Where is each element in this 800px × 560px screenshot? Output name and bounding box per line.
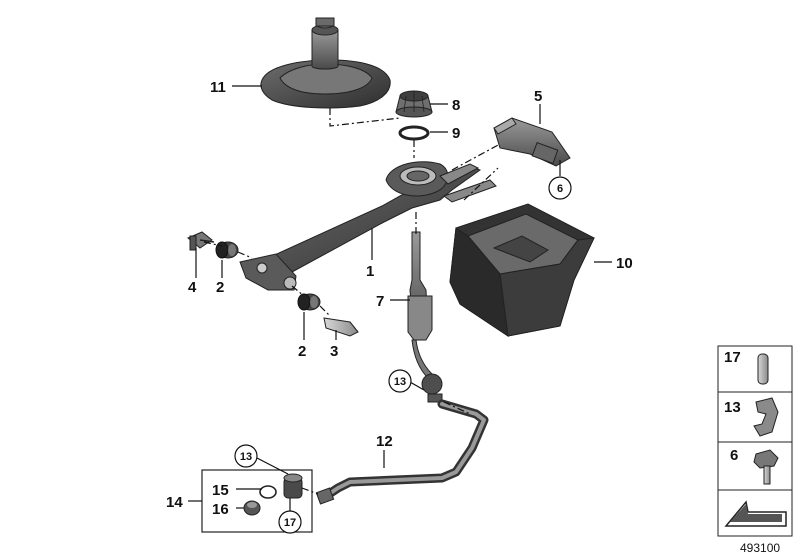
arrow-icon bbox=[724, 500, 787, 527]
callout-11: 11 bbox=[210, 79, 226, 96]
circled-callout-13-lower: 13 bbox=[234, 444, 258, 468]
svg-text:6: 6 bbox=[557, 183, 563, 195]
nut-part-8 bbox=[395, 90, 433, 118]
legend-box-arrow bbox=[717, 489, 793, 537]
callout-12: 12 bbox=[376, 433, 393, 450]
bolt-part-3 bbox=[323, 317, 359, 337]
o-ring-part-9 bbox=[398, 125, 430, 141]
callout-4: 4 bbox=[188, 279, 197, 296]
callout-16: 16 bbox=[212, 501, 229, 518]
callout-8: 8 bbox=[452, 97, 460, 114]
callout-7: 7 bbox=[376, 293, 384, 310]
legend-label-6: 6 bbox=[730, 447, 738, 464]
callout-5: 5 bbox=[534, 88, 542, 105]
callout-10: 10 bbox=[616, 255, 633, 272]
bush-part-2-lower bbox=[297, 293, 321, 311]
legend-label-13: 13 bbox=[724, 399, 741, 416]
bushing-part-17-in-group bbox=[283, 473, 303, 499]
diagram-reference-number: 493100 bbox=[740, 541, 780, 555]
pin-part-4 bbox=[187, 231, 215, 251]
shift-boot-part-11 bbox=[260, 17, 391, 109]
circled-callout-13-upper: 13 bbox=[388, 369, 412, 393]
legend-panel: 17 13 6 bbox=[717, 345, 793, 537]
legend-box-13 bbox=[717, 391, 793, 443]
svg-text:13: 13 bbox=[240, 451, 252, 463]
leader-lines bbox=[188, 85, 612, 512]
cap-part-16 bbox=[243, 500, 261, 516]
callout-2-lower: 2 bbox=[298, 343, 306, 360]
linkage-rod-part-12 bbox=[315, 399, 489, 505]
screw-icon bbox=[753, 449, 779, 485]
clip-icon bbox=[753, 397, 779, 437]
callout-9: 9 bbox=[452, 125, 460, 142]
gear-lever-part-1 bbox=[239, 161, 497, 291]
svg-text:17: 17 bbox=[284, 517, 296, 529]
o-ring-part-15 bbox=[259, 485, 277, 499]
bush-part-2-upper bbox=[215, 241, 239, 259]
shift-rod-part-7 bbox=[407, 231, 443, 403]
callout-3: 3 bbox=[330, 343, 338, 360]
circled-callout-6: 6 bbox=[548, 176, 572, 200]
callout-15: 15 bbox=[212, 482, 229, 499]
callout-14: 14 bbox=[166, 494, 183, 511]
bracket-part-5 bbox=[493, 117, 571, 167]
console-housing-part-10 bbox=[449, 203, 595, 338]
circled-callout-17: 17 bbox=[278, 510, 302, 534]
legend-label-17: 17 bbox=[724, 349, 741, 366]
assembly-lines bbox=[203, 108, 501, 495]
legend-box-17 bbox=[717, 345, 793, 393]
pin-icon bbox=[757, 353, 769, 385]
callout-2-upper: 2 bbox=[216, 279, 224, 296]
legend-box-6 bbox=[717, 441, 793, 491]
svg-text:13: 13 bbox=[394, 376, 406, 388]
callout-1: 1 bbox=[366, 263, 374, 280]
